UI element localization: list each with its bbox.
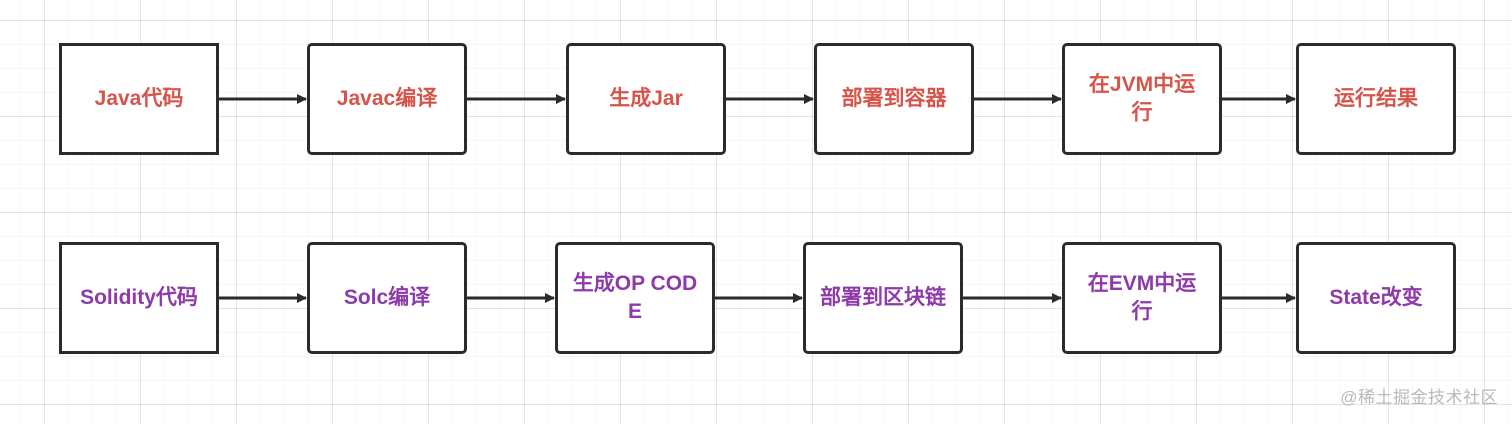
node-label: 在EVM中运行 bbox=[1087, 272, 1197, 323]
node-label: Javac编译 bbox=[336, 87, 438, 110]
node-javac-compile[interactable]: Javac编译 bbox=[307, 43, 467, 155]
node-generate-jar[interactable]: 生成Jar bbox=[566, 43, 726, 155]
node-solc-compile[interactable]: Solc编译 bbox=[307, 242, 467, 354]
node-state-change[interactable]: State改变 bbox=[1296, 242, 1456, 354]
node-label: 在JVM中运行 bbox=[1088, 73, 1196, 124]
node-label: 运行结果 bbox=[1334, 87, 1418, 110]
node-deploy-container[interactable]: 部署到容器 bbox=[814, 43, 974, 155]
node-label: 生成Jar bbox=[609, 87, 683, 110]
node-generate-opcode[interactable]: 生成OP CODE bbox=[555, 242, 715, 354]
node-label: State改变 bbox=[1329, 286, 1423, 309]
node-run-in-evm[interactable]: 在EVM中运行 bbox=[1062, 242, 1222, 354]
node-run-result[interactable]: 运行结果 bbox=[1296, 43, 1456, 155]
node-label: 部署到容器 bbox=[841, 87, 947, 110]
watermark: @稀土掘金技术社区 bbox=[1340, 388, 1498, 407]
node-java-code[interactable]: Java代码 bbox=[59, 43, 219, 155]
node-label: Solidity代码 bbox=[80, 286, 198, 309]
node-label: 部署到区块链 bbox=[820, 286, 946, 309]
node-label: Java代码 bbox=[94, 87, 184, 110]
node-deploy-blockchain[interactable]: 部署到区块链 bbox=[803, 242, 963, 354]
node-label: 生成OP CODE bbox=[572, 272, 698, 323]
node-solidity-code[interactable]: Solidity代码 bbox=[59, 242, 219, 354]
node-run-in-jvm[interactable]: 在JVM中运行 bbox=[1062, 43, 1222, 155]
node-label: Solc编译 bbox=[343, 286, 431, 309]
